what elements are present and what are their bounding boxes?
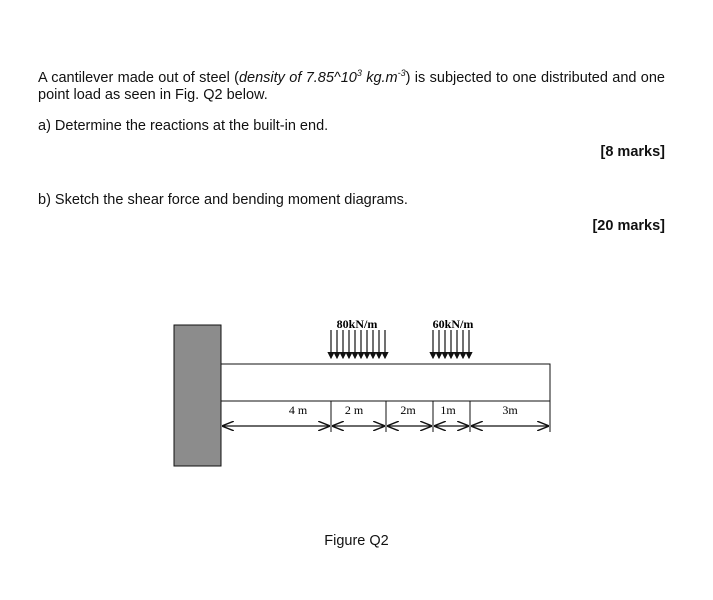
density-exponent-1: 3 [356,68,362,78]
fixed-wall [173,324,222,467]
marks-b: [20 marks] [592,218,665,234]
dim-label-4m: 4 m [289,403,308,417]
dim-label-1m: 1m [440,403,456,417]
load-80-label: 80kN/m [337,317,378,331]
density-label: density of 7.85^10 [238,69,357,86]
dimension-ticks [220,401,551,432]
dim-label-2m-b: 2m [400,403,416,417]
dim-label-3m: 3m [502,403,518,417]
beam [220,363,551,402]
distributed-load-60 [429,330,473,360]
intro-before: A cantilever made out of steel ( [38,69,239,86]
part-a-text: a) Determine the reactions at the built-… [38,118,329,134]
figure-caption: Figure Q2 [324,533,389,549]
density-exponent-2: -3 [397,68,406,78]
dim-label-2m-a: 2 m [345,403,364,417]
part-b-text: b) Sketch the shear force and bending mo… [38,192,408,208]
intro-after: ) is subjected to one distributed and on… [38,69,665,103]
distributed-load-80 [327,330,389,360]
question-intro: A cantilever made out of steel (density … [38,65,665,104]
load-60-label: 60kN/m [433,317,474,331]
density-text: density of 7.85^103 kg.m-3 [238,68,406,86]
marks-a: [8 marks] [600,144,665,160]
density-unit: kg.m [361,69,398,86]
